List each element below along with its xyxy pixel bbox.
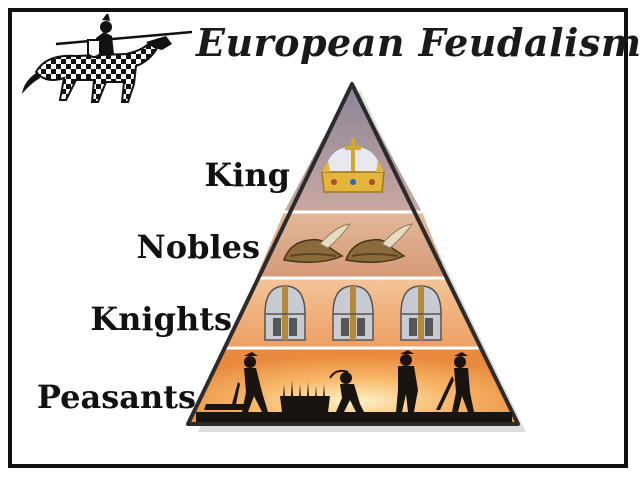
knight-helmet-icon [264,285,306,341]
feathered-hat-icon [345,223,414,263]
jousting-knight-icon [22,14,193,103]
tier-label-king: King [204,156,290,194]
tier-label-knights: Knights [90,300,232,338]
crown-icon [321,138,385,193]
feathered-hat-icon [283,223,352,263]
page-title: European Feudalism [196,20,640,65]
tier-label-nobles: Nobles [136,228,261,266]
peasant-silhouettes-icon [196,350,512,422]
knight-helmet-icon [400,285,442,341]
knight-helmet-icon [332,285,374,341]
tier-label-peasants: Peasants [36,378,196,416]
